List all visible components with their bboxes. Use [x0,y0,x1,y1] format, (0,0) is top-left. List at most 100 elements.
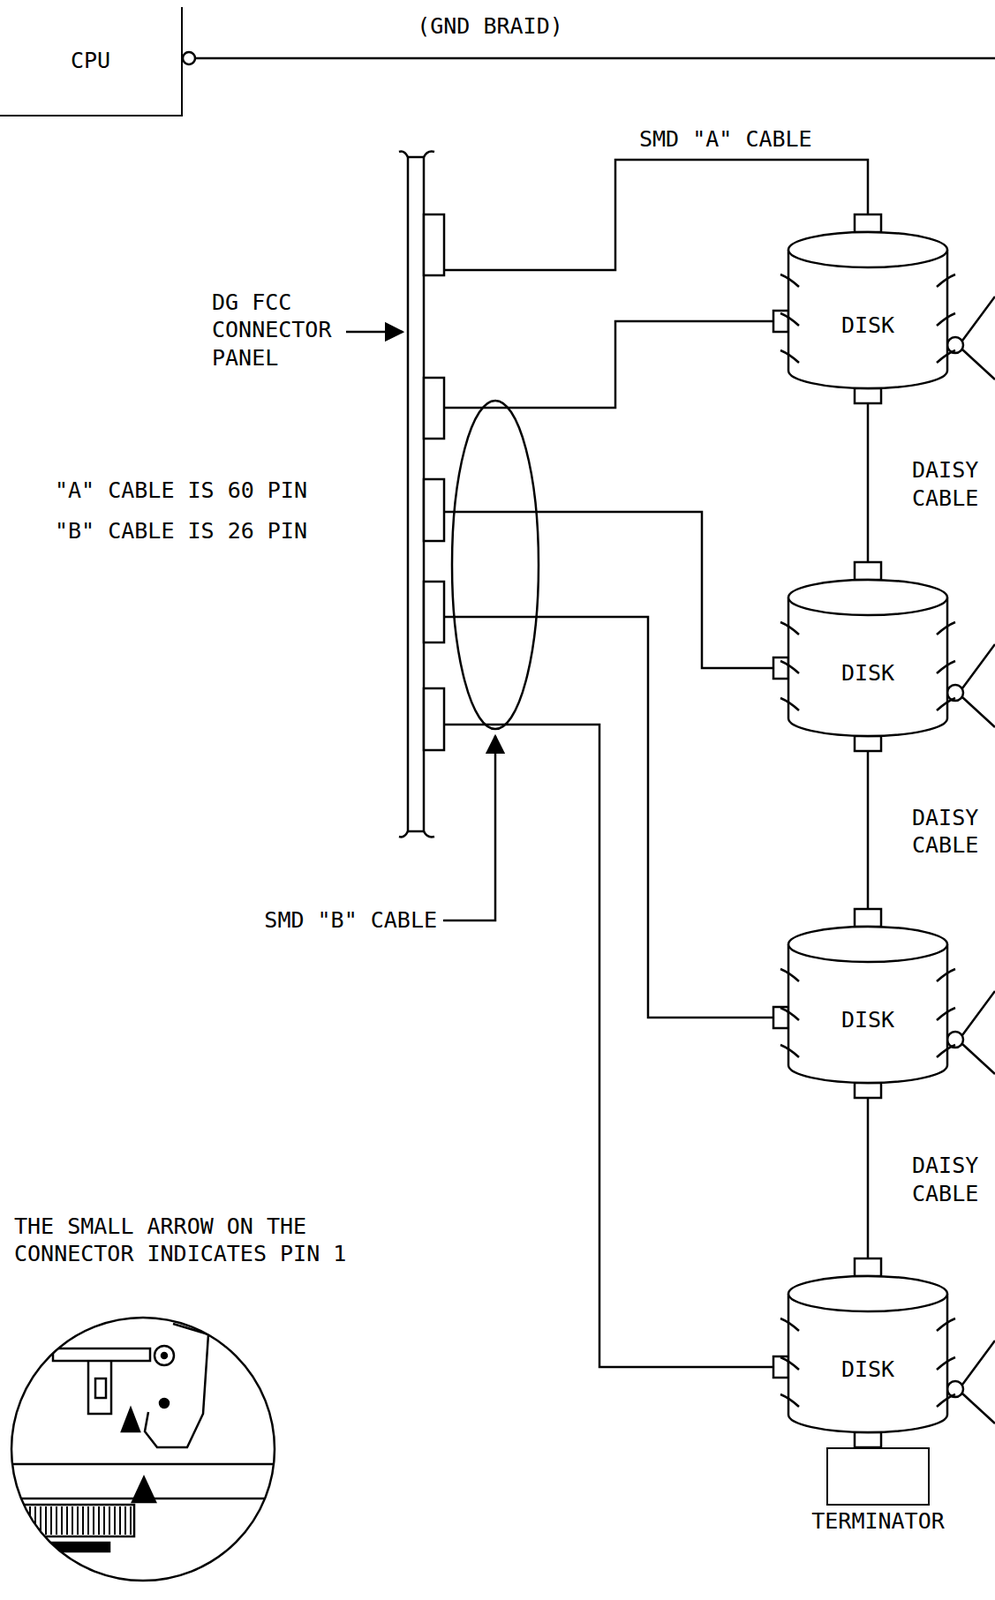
label-text: "A" CABLE IS 60 PIN [54,477,308,504]
cylinder-body [788,1294,948,1433]
pin-stroke [87,1507,90,1536]
edge-label-text: DAISY CABLE [912,457,979,511]
pin-stroke [50,1507,53,1536]
annotation-text: "A" CABLE IS 60 PIN [54,476,373,505]
disk-drive: DISK [788,232,948,389]
cylinder-stripe [936,698,956,711]
node-label: DISK [841,659,895,687]
pin-stroke [97,1507,100,1536]
disk-drive: DISK [788,580,948,737]
cylinder-top [788,1276,948,1312]
cylinder-stripe [936,622,956,635]
cylinder-stripe [780,1394,800,1408]
annotation-text: DG FCC CONNECTOR PANEL [211,288,354,372]
cylinder-top [788,580,948,616]
cylinder-stripe [936,1008,956,1021]
label-text: THE SMALL ARROW ON THE CONNECTOR INDICAT… [14,1213,347,1267]
cable-label: DAISY CABLE [912,456,995,513]
pin-stroke [45,1507,47,1536]
cylinder-stripe [936,1319,956,1332]
annotation-text: SMD "A" CABLE [639,125,852,153]
cylinder-stripe [780,1045,800,1058]
cable-label: DAISY CABLE [912,804,995,860]
cylinder-stripe [780,274,800,287]
b-cable-group [452,400,539,730]
pin-stroke [60,1507,63,1536]
cylinder-body [788,944,948,1084]
cylinder-stripe [936,313,956,326]
cylinder-stripe [780,622,800,635]
cylinder-stripe [936,1045,956,1058]
annotation-text: "B" CABLE IS 26 PIN [54,517,373,545]
cylinder-stripe [936,274,956,287]
annotation-text: (GND BRAID) [401,12,579,40]
cylinder-stripe [780,350,800,363]
annotation-text: SMD "B" CABLE [238,906,438,935]
disk-drive: DISK [788,1276,948,1433]
cylinder-stripe [936,661,956,674]
disk-cylinder [788,927,948,1084]
node-label: DISK [841,1006,895,1034]
ground-braid [195,57,995,61]
terminator-box: TERMINATOR [826,1447,930,1507]
edge-label-text: DAISY CABLE [912,805,979,859]
cylinder-stripe [780,313,800,326]
cable-label: DAISY CABLE [912,1152,995,1208]
cylinder-stripe [780,1008,800,1021]
daisy-cable [866,388,870,581]
cylinder-body [788,597,948,737]
label-text: DG FCC CONNECTOR PANEL [211,289,332,371]
cylinder-body [788,249,948,389]
pin-stroke [71,1507,74,1536]
disk-cylinder [788,1276,948,1433]
cylinder-stripe [780,1319,800,1332]
pin-stroke [18,1507,21,1536]
pin-stroke [29,1507,31,1536]
connector-panel [399,151,445,838]
pin-one-inset [0,1318,292,1582]
leader-line [346,331,403,334]
label-text: "B" CABLE IS 26 PIN [54,518,308,544]
cpu-box: CPU [0,7,183,117]
pin-stroke [76,1507,79,1536]
disk-connectors [773,214,882,1448]
pin-stroke [34,1507,37,1536]
cylinder-stripe [780,698,800,711]
cylinder-stripe [936,350,956,363]
pin-stroke [103,1507,106,1536]
leader-line [443,736,496,921]
pin-stroke [113,1507,116,1536]
pin-stroke [119,1507,121,1536]
pin-stroke [124,1507,127,1536]
pin-stroke [23,1507,26,1536]
pin-stroke [55,1507,58,1536]
disk-drive: DISK [788,927,948,1084]
disk-cylinder [788,232,948,389]
disk-cylinder [788,580,948,737]
node-label: DISK [841,1356,895,1384]
edge-label-text: DAISY CABLE [912,1153,979,1207]
cylinder-stripe [936,1357,956,1371]
label-text: SMD "A" CABLE [639,126,813,152]
cylinder-stripe [936,1394,956,1408]
label-text: SMD "B" CABLE [263,907,438,934]
pin-stroke [129,1507,132,1536]
cylinder-top [788,232,948,268]
cylinder-top [788,927,948,963]
pin-stroke [92,1507,95,1536]
annotation-text: THE SMALL ARROW ON THE CONNECTOR INDICAT… [14,1213,385,1269]
pin-stroke [66,1507,68,1536]
cylinder-stripe [780,969,800,982]
ground-terminal [182,52,196,65]
label-text: (GND BRAID) [416,13,564,39]
cylinder-stripe [936,969,956,982]
terminator-label: TERMINATOR [811,1507,945,1536]
daisy-cable [866,736,870,928]
pin-stroke [13,1507,16,1536]
daisy-cable [866,1083,870,1277]
pin-stroke [82,1507,84,1536]
node-label: CPU [70,46,111,75]
node-label: DISK [841,311,895,340]
pin-stroke [108,1507,111,1536]
cylinder-stripe [780,661,800,674]
